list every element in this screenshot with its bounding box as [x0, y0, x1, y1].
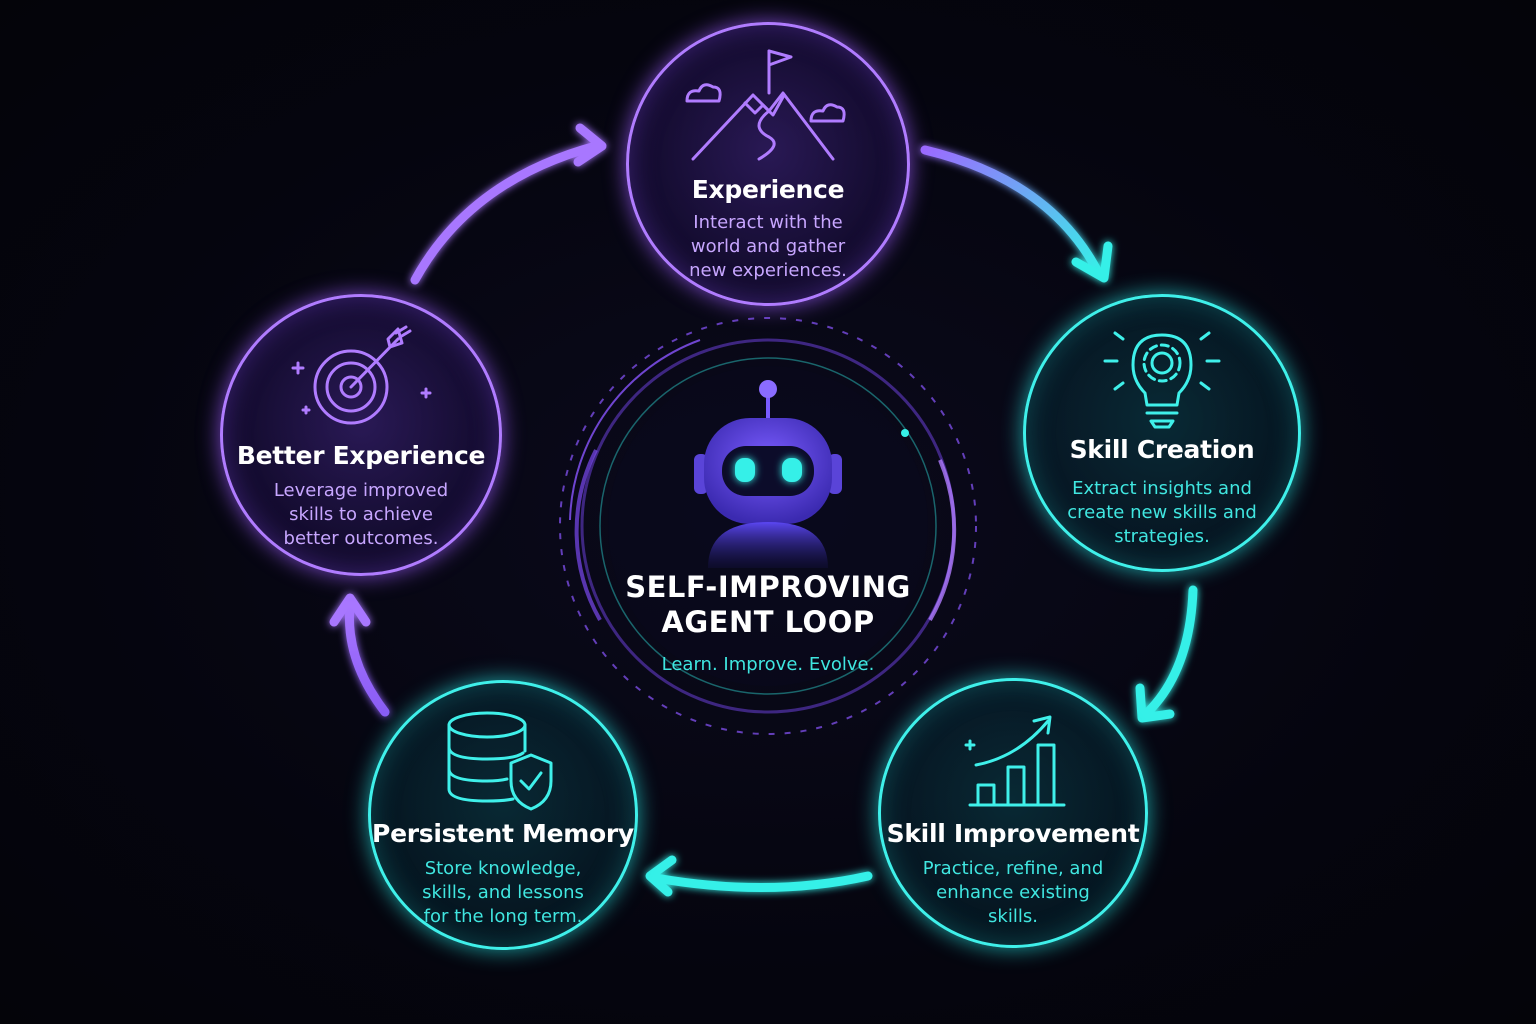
node-skill-creation-description: Extract insights and create new skills a… — [1067, 478, 1257, 547]
node-skill-improvement: Skill Improvement Practice, refine, and … — [878, 678, 1148, 948]
center-title: SELF-IMPROVING AGENT LOOP — [568, 570, 968, 640]
arrow-skill-creation-to-skill-improvement — [1143, 585, 1198, 717]
node-skill-improvement-description: Practice, refine, and enhance existing s… — [922, 858, 1104, 927]
arrow-better-experience-to-experience — [410, 141, 601, 285]
node-experience-title: Experience — [691, 175, 845, 204]
robot-icon — [694, 380, 842, 568]
node-persistent-memory-description: Store knowledge, skills, and lessons for… — [422, 858, 584, 927]
node-skill-improvement-title: Skill Improvement — [886, 819, 1140, 848]
node-better-experience-title: Better Experience — [236, 441, 486, 470]
database-shield-icon — [447, 711, 553, 811]
arrow-skill-improvement-to-persistent-memory — [651, 871, 873, 893]
loop-arrows — [329, 123, 1198, 897]
node-experience: Experience Interact with the world and g… — [626, 22, 910, 306]
arrow-persistent-memory-to-better-experience — [344, 601, 390, 717]
mountain-flag-icon — [685, 49, 846, 161]
arrow-experience-to-skill-creation — [920, 145, 1103, 277]
center-tagline: Learn. Improve. Evolve. — [661, 654, 875, 675]
center-title-line-2: AGENT LOOP — [661, 605, 875, 639]
node-skill-creation: Skill Creation Extract insights and crea… — [1023, 294, 1301, 572]
node-skill-creation-title: Skill Creation — [1069, 435, 1255, 464]
node-better-experience: Better Experience Leverage improved skil… — [220, 294, 502, 576]
bar-chart-up-icon — [964, 715, 1066, 807]
center-label: SELF-IMPROVING AGENT LOOP Learn. Improve… — [568, 570, 968, 675]
lightbulb-gear-icon — [1103, 331, 1221, 429]
node-experience-description: Interact with the world and gather new e… — [689, 212, 847, 281]
center-title-line-1: SELF-IMPROVING — [625, 570, 911, 604]
target-arrow-icon — [291, 325, 432, 425]
node-persistent-memory: Persistent Memory Store knowledge, skill… — [368, 680, 638, 950]
node-persistent-memory-title: Persistent Memory — [372, 819, 634, 848]
node-better-experience-description: Leverage improved skills to achieve bett… — [273, 480, 449, 549]
